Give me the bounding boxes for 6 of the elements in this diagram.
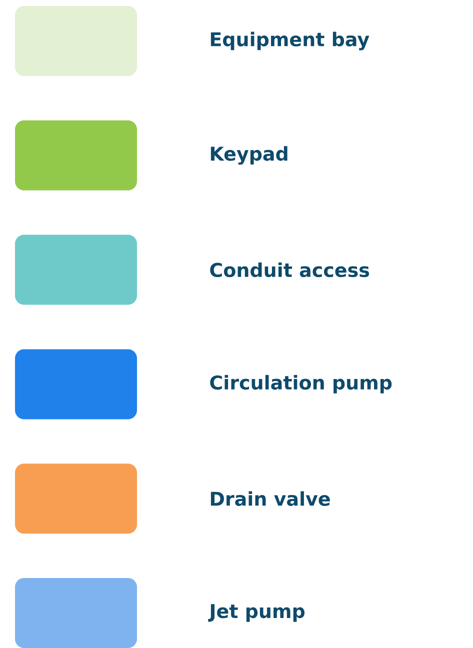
legend-label: Conduit access bbox=[210, 262, 369, 278]
legend-label: Drain valve bbox=[210, 491, 330, 506]
legend-label: Circulation pump bbox=[210, 375, 392, 394]
legend-label: Jet pump bbox=[208, 604, 304, 622]
legend-label: Keypad bbox=[210, 146, 288, 165]
legend-label: Equipment bay bbox=[210, 32, 370, 50]
